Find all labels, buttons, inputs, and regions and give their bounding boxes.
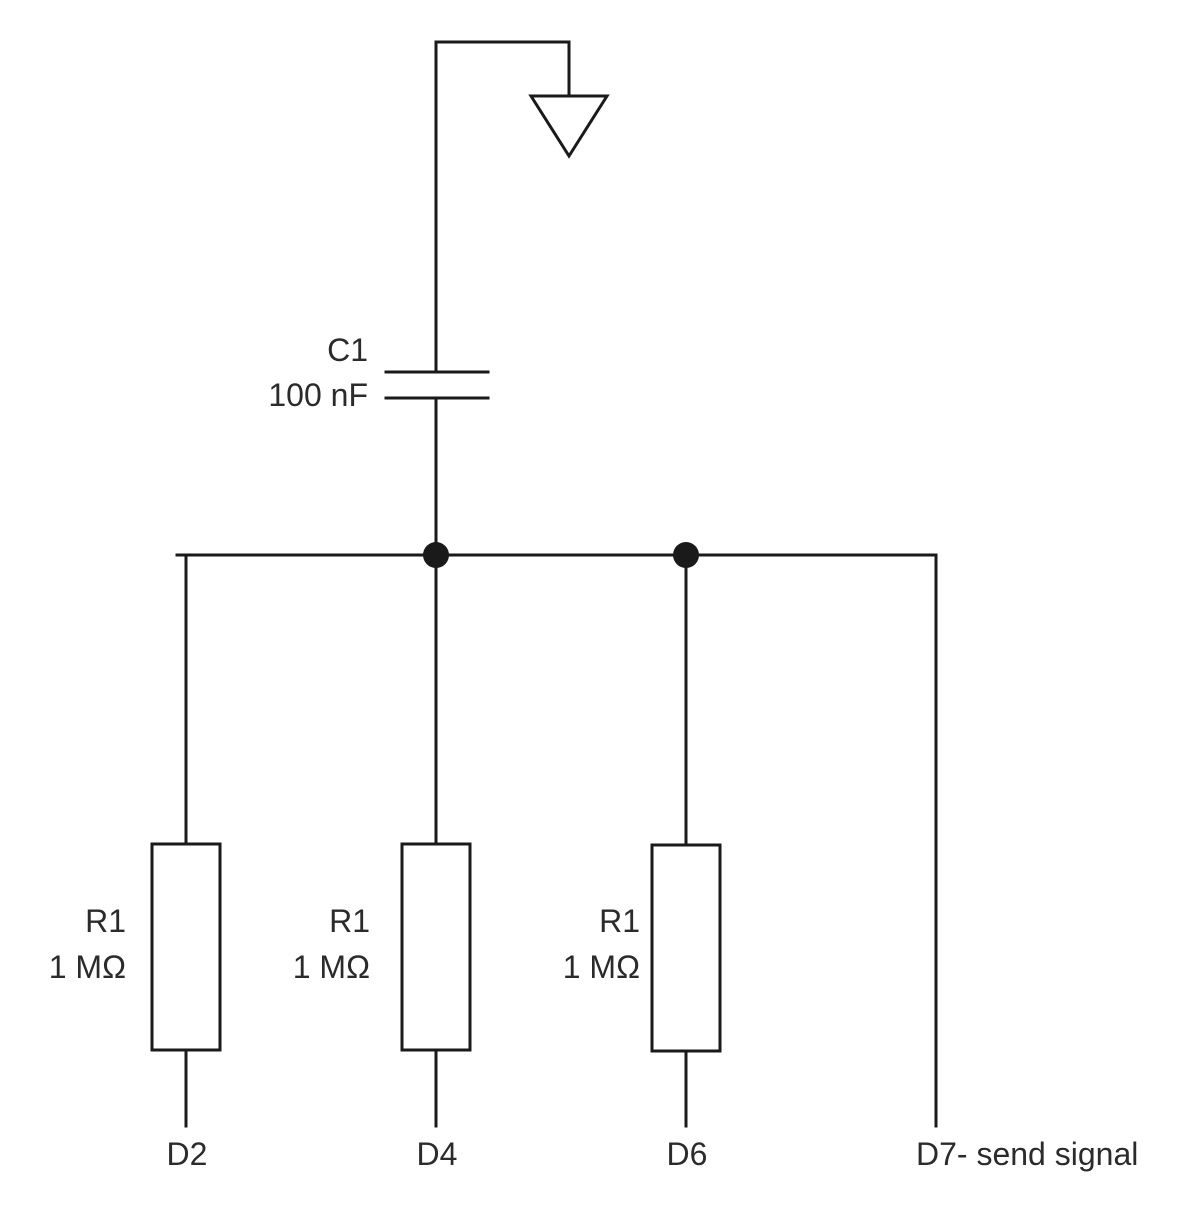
resistor-branch-d2: R1 1 MΩ D2 — [49, 553, 222, 1172]
resistor-value-label: 1 MΩ — [49, 949, 126, 985]
resistor-symbol — [650, 843, 722, 1053]
ground-connection — [434, 40, 610, 372]
pin-label-d4: D4 — [417, 1136, 458, 1172]
pin-label-d2: D2 — [167, 1136, 208, 1172]
resistor-symbol — [150, 842, 222, 1052]
resistor-branch-d6: R1 1 MΩ D6 — [563, 553, 722, 1172]
resistor-value-label: 1 MΩ — [293, 949, 370, 985]
pin-label-d7: D7- send signal — [916, 1136, 1138, 1172]
capacitor-ref-label: C1 — [327, 332, 368, 368]
capacitor-c1: C1 100 nF — [268, 332, 490, 557]
resistor-ref-label: R1 — [85, 903, 126, 939]
pin-label-d6: D6 — [667, 1136, 708, 1172]
resistor-ref-label: R1 — [599, 903, 640, 939]
signal-branch-d7: D7- send signal — [916, 553, 1138, 1172]
resistor-value-label: 1 MΩ — [563, 949, 640, 985]
ground-symbol — [528, 94, 610, 159]
resistor-symbol — [400, 842, 472, 1052]
ground-wire — [434, 40, 571, 372]
resistor-ref-label: R1 — [329, 903, 370, 939]
capacitor-value-label: 100 nF — [268, 377, 368, 413]
resistor-branch-d4: R1 1 MΩ D4 — [293, 553, 472, 1172]
